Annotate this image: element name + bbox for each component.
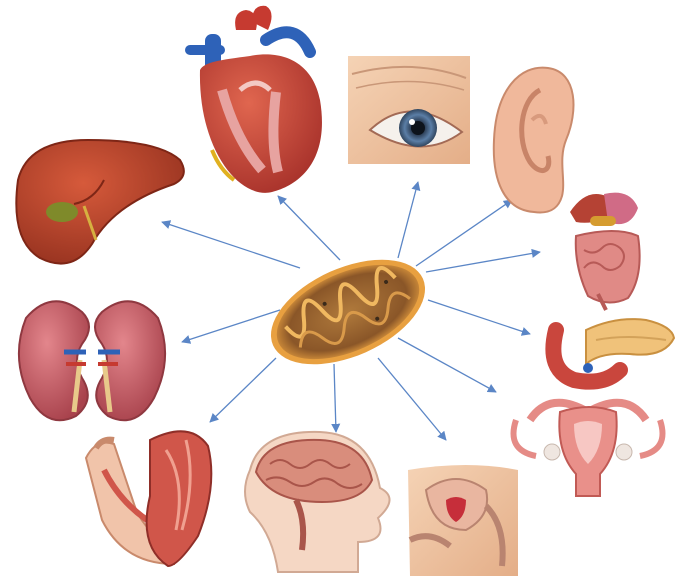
pancreas-icon [553, 319, 674, 382]
arrow-to-eye [398, 182, 418, 258]
arrow-to-brain [334, 364, 336, 432]
brain-icon [245, 432, 390, 572]
mitochondrion-icon [255, 238, 441, 385]
arrow-to-pancreas [428, 300, 530, 334]
arrow-to-kidneys [182, 310, 280, 342]
prostate-icon [408, 465, 518, 576]
arrow-to-arm [210, 358, 276, 422]
kidneys-icon [19, 301, 165, 420]
arm-muscle-icon [86, 431, 211, 566]
arrow-to-uterus [398, 338, 496, 392]
heart-icon [190, 6, 322, 193]
digestive-system-icon [570, 193, 640, 310]
uterus-icon [514, 403, 663, 496]
liver-icon [16, 140, 184, 264]
arrow-to-liver [162, 222, 300, 268]
arrow-to-prostate [378, 358, 446, 440]
arrow-to-ear [416, 200, 512, 266]
arrow-to-digestive [426, 252, 540, 272]
ear-icon [494, 68, 574, 213]
eye-icon [348, 56, 470, 164]
arrow-to-heart [278, 196, 340, 260]
